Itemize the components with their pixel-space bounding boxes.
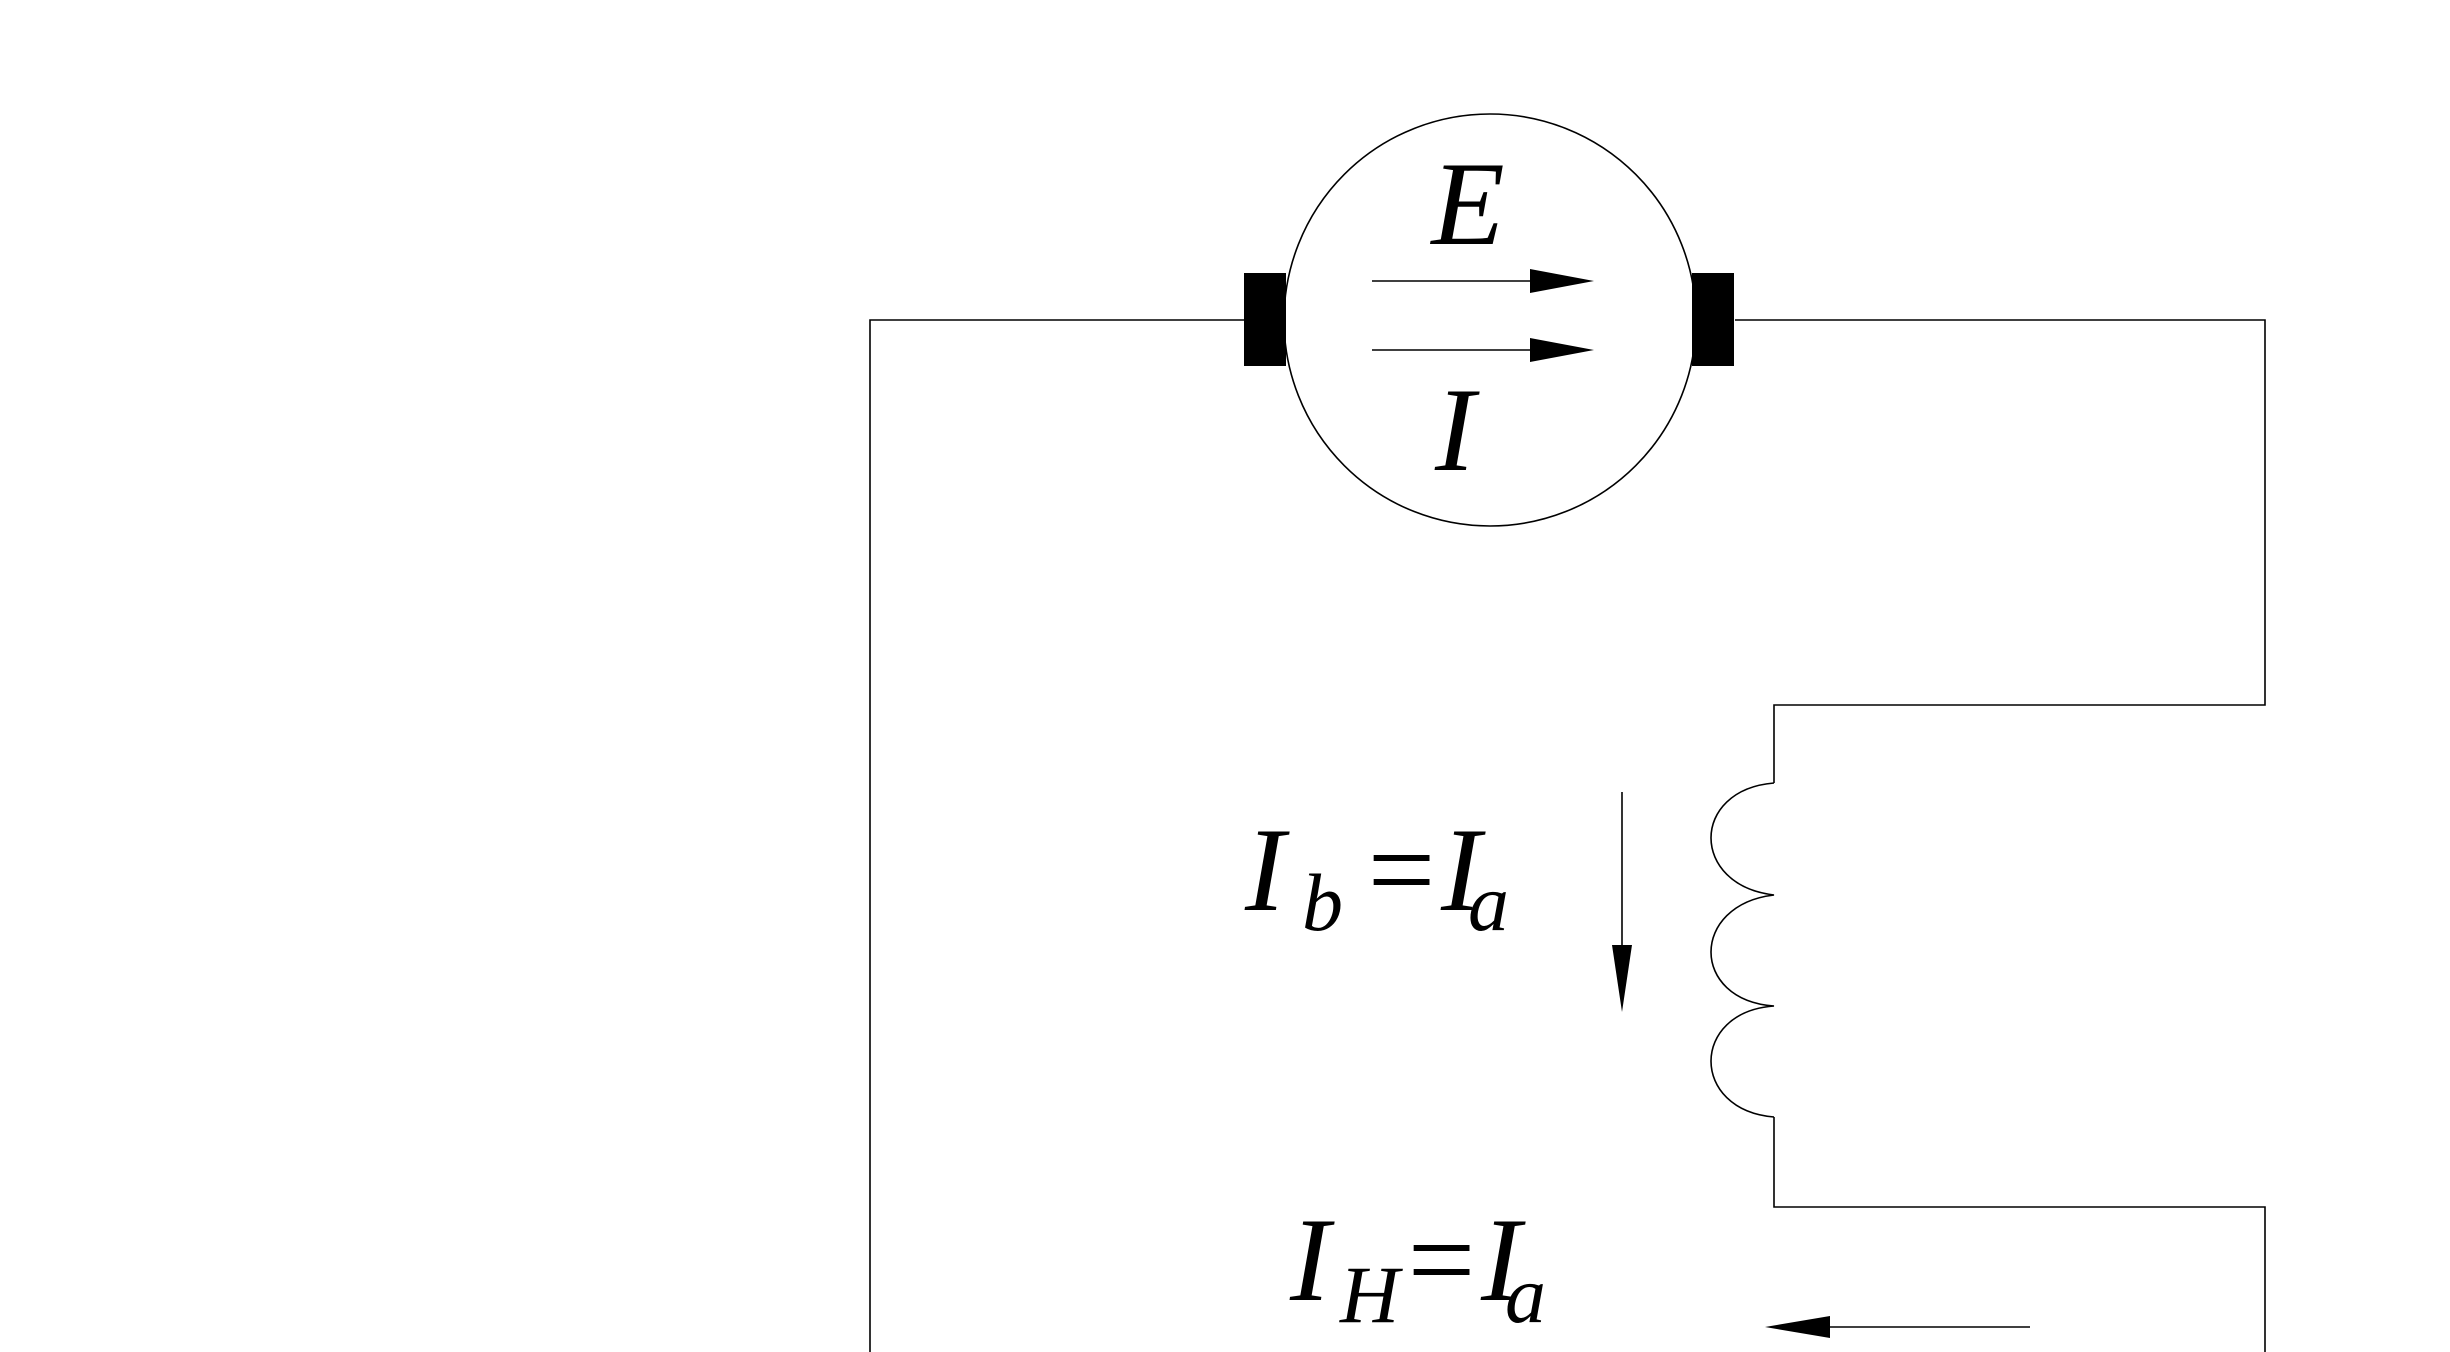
emf-label: E xyxy=(1429,137,1504,270)
field-current-arrow-head xyxy=(1612,945,1632,1012)
current-arrow-head xyxy=(1530,338,1594,362)
field-current-label: I b =I a xyxy=(1244,803,1511,956)
right-wire-lower xyxy=(1773,1117,2266,1352)
left-wire xyxy=(869,319,1245,1352)
load-current-equals: =I xyxy=(1400,1193,1526,1326)
field-coil xyxy=(1710,782,1775,1118)
load-current-arrow-head xyxy=(1765,1316,1830,1338)
left-brush xyxy=(1244,273,1286,366)
right-wire-upper xyxy=(1735,319,2266,783)
field-current-main: I xyxy=(1244,803,1290,936)
load-current-rhs-sub: a xyxy=(1505,1249,1546,1340)
field-current-equals: =I xyxy=(1360,803,1486,936)
field-current-sub: b xyxy=(1302,857,1343,948)
load-current-label: I H =I a xyxy=(1289,1193,1551,1348)
load-current-main: I xyxy=(1289,1193,1335,1326)
emf-arrow-head xyxy=(1530,269,1594,293)
field-current-rhs-sub: a xyxy=(1468,857,1509,948)
right-brush xyxy=(1692,273,1734,366)
armature-current-label: I xyxy=(1434,363,1480,496)
load-current-sub: H xyxy=(1339,1249,1403,1340)
